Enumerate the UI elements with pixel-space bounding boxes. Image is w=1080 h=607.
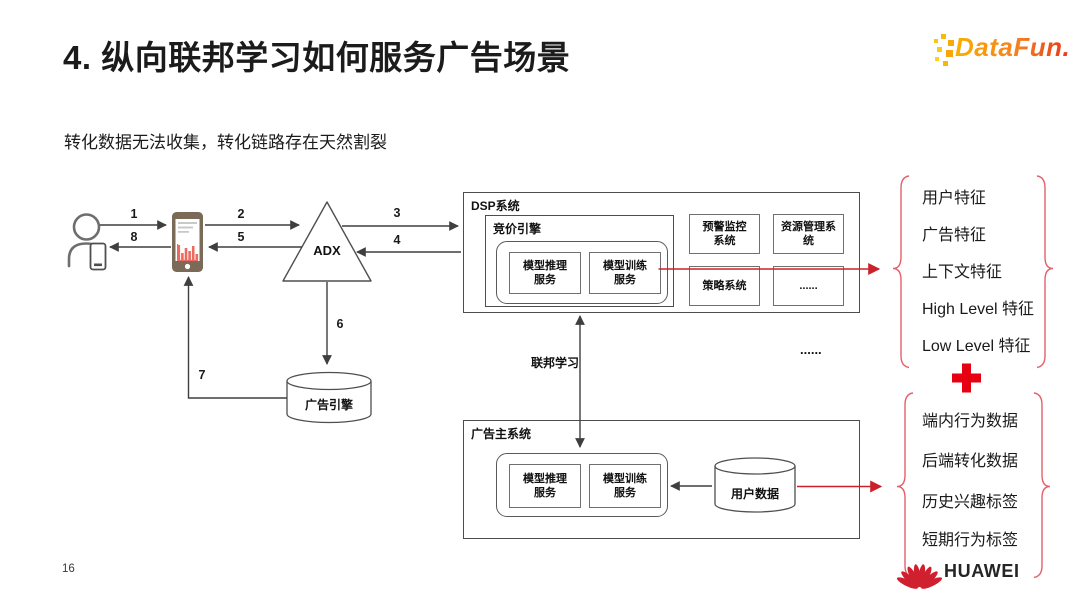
page-title: 4. 纵向联邦学习如何服务广告场景 — [63, 39, 571, 76]
dsp-system-title: DSP系统 — [471, 199, 520, 213]
adx-triangle — [282, 201, 372, 282]
resource-mgmt-box: 资源管理系 统 — [773, 214, 844, 254]
datafun-logo: DataFun. — [933, 30, 1070, 72]
bidding-engine-title: 竞价引擎 — [493, 222, 542, 236]
federated-learning-label: 联邦学习 — [531, 356, 580, 370]
huawei-logo-text: HUAWEI — [944, 561, 1020, 581]
strategy-system-box: 策略系统 — [689, 266, 760, 306]
datafun-logo-pixel — [946, 50, 953, 57]
plus-icon — [952, 363, 981, 393]
advertiser-features-brace-left — [896, 392, 914, 579]
adx-label: ADX — [313, 243, 341, 258]
dsp-feature-item: 广告特征 — [922, 227, 987, 244]
dsp-features-brace-left — [892, 175, 910, 369]
small-phone-icon — [89, 242, 107, 271]
user-data-label: 用户数据 — [730, 487, 779, 501]
step-label-4: 4 — [393, 233, 401, 247]
dsp-features-brace-right — [1036, 175, 1054, 369]
datafun-logo-pixel — [935, 57, 939, 61]
dsp-feature-item: 用户特征 — [922, 190, 987, 207]
datafun-logo-pixel — [943, 61, 948, 66]
phone-ad-chart — [177, 244, 199, 261]
page-number: 16 — [62, 563, 75, 575]
datafun-logo-pixel — [934, 39, 938, 43]
page-subtitle: 转化数据无法收集，转化链路存在天然割裂 — [64, 133, 387, 152]
advertiser-feature-item: 端内行为数据 — [922, 413, 1019, 430]
ad-engine-label: 广告引擎 — [304, 398, 353, 412]
dsp-model-training-box: 模型训练 服务 — [589, 252, 661, 294]
datafun-logo-pixel — [948, 40, 954, 46]
huawei-logo-icon — [896, 564, 943, 589]
dsp-more-box: ...... — [773, 266, 844, 306]
step-label-1: 1 — [130, 207, 138, 221]
step-label-6: 6 — [336, 317, 344, 331]
dsp-feature-item: High Level 特征 — [922, 301, 1035, 318]
user-phone-icon — [172, 212, 203, 272]
advertiser-feature-item: 后端转化数据 — [922, 453, 1019, 470]
datafun-logo-pixel — [941, 34, 946, 39]
person-icon — [67, 213, 106, 268]
advertiser-feature-item: 历史兴趣标签 — [922, 494, 1019, 511]
advertiser-system-title: 广告主系统 — [471, 427, 532, 441]
datafun-logo-pixel — [937, 47, 942, 52]
dsp-feature-item: 上下文特征 — [922, 264, 1003, 281]
alert-monitor-box: 预警监控 系统 — [689, 214, 760, 254]
advertiser-features-brace-right — [1033, 392, 1051, 579]
dsp-model-inference-box: 模型推理 服务 — [509, 252, 581, 294]
advertiser-model-training-box: 模型训练 服务 — [589, 464, 661, 508]
step-label-7: 7 — [198, 368, 206, 382]
advertiser-feature-item: 短期行为标签 — [922, 532, 1019, 549]
step-label-3: 3 — [393, 206, 401, 220]
step-label-2: 2 — [237, 207, 245, 221]
step-label-8: 8 — [130, 230, 138, 244]
step-label-5: 5 — [237, 230, 245, 244]
datafun-logo-text: DataFun. — [955, 32, 1071, 62]
mid-ellipsis-label: ...... — [800, 342, 822, 357]
advertiser-model-inference-box: 模型推理 服务 — [509, 464, 581, 508]
dsp-feature-item: Low Level 特征 — [922, 338, 1031, 355]
